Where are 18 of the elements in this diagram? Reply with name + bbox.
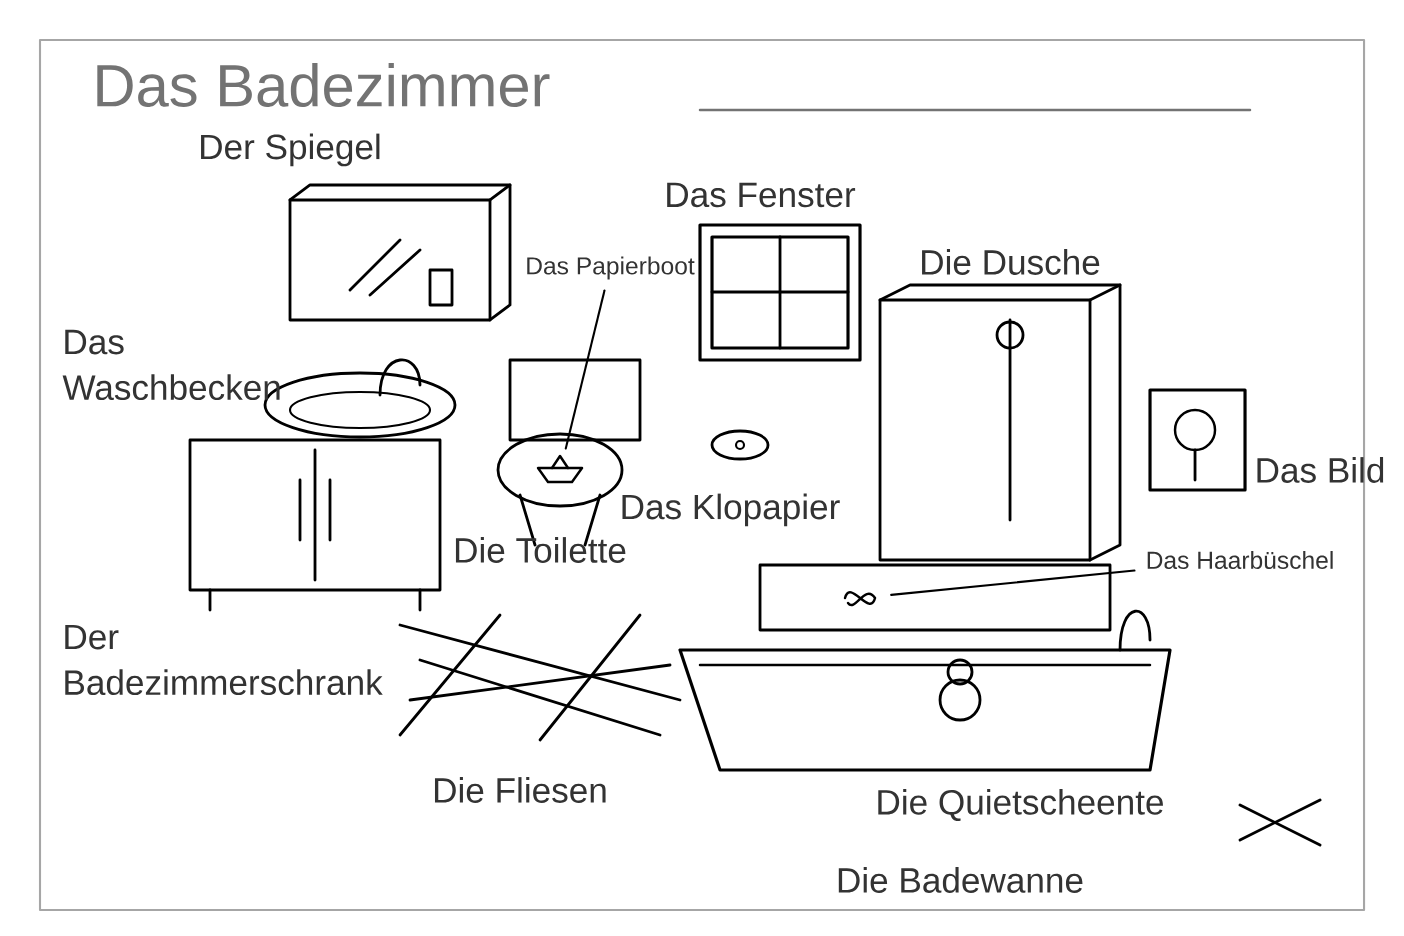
callout-label: Das Haarbüschel [1147,551,1333,569]
title: Das Badezimmer [97,63,550,107]
part-label: Die Fliesen [435,777,606,803]
part-label: Das Waschbecken [62,329,280,401]
paper-boat-drawing [536,454,584,484]
part-label: Das Bild [1257,457,1384,483]
part-label: Die Dusche [922,249,1100,275]
part-label: Der Badezimmerschrank [65,624,383,696]
leader-line [564,289,606,450]
leader-line [890,569,1136,596]
part-label: Die Toilette [455,537,626,563]
part-label: Das Klopapier [622,493,840,527]
part-label: Der Spiegel [201,133,380,167]
part-label: Die Badewanne [838,867,1083,893]
part-label: Die Quietscheente [878,788,1163,822]
callout-label: Das Papierboot [527,256,695,280]
part-label: Das Fenster [667,182,856,208]
hair-drawing [843,591,877,607]
